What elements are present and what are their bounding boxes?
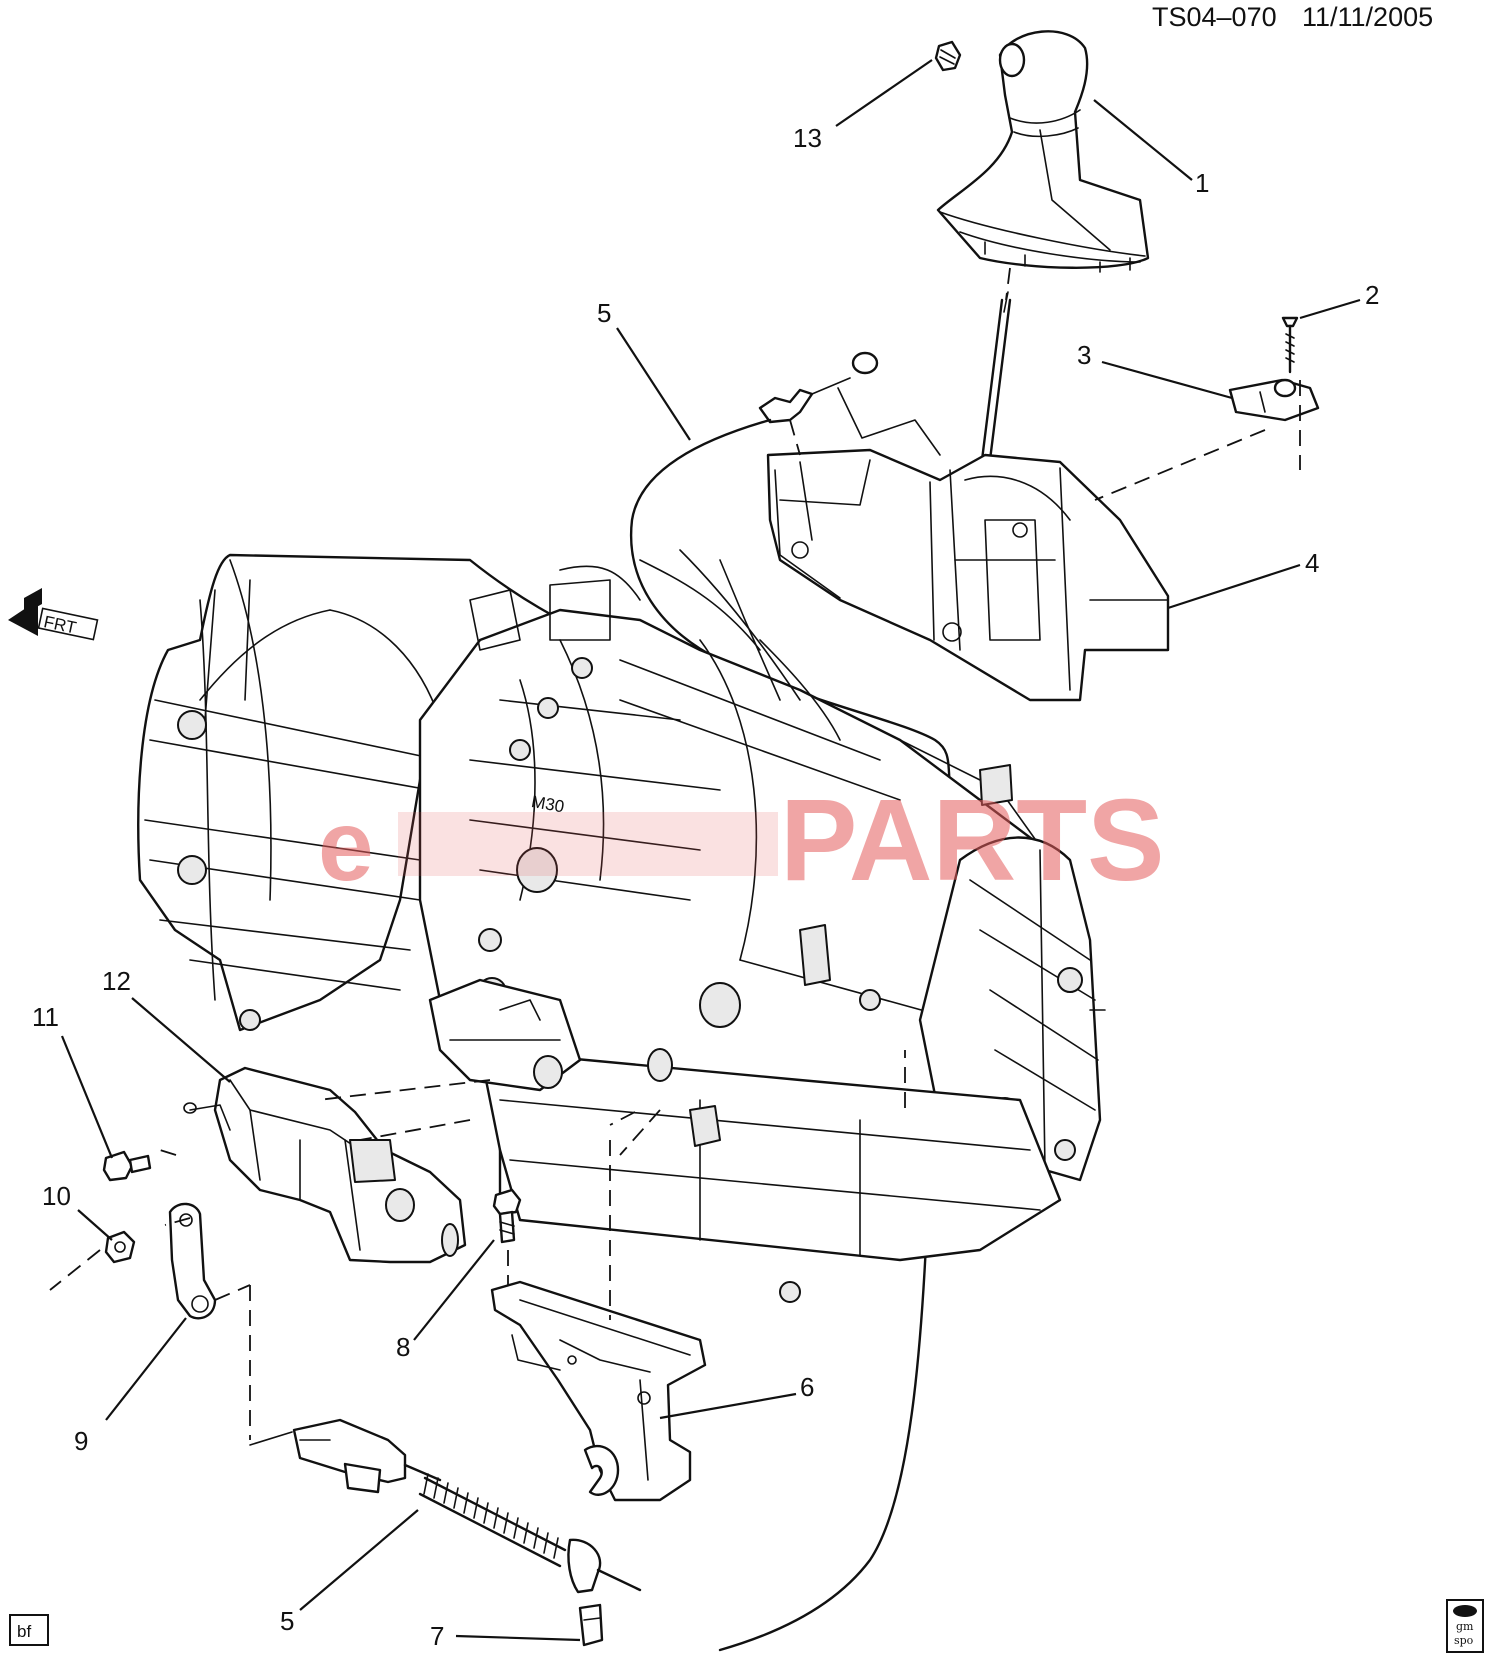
callout-4: 4 (1305, 548, 1319, 578)
callout-3: 3 (1077, 340, 1091, 370)
cable-upper-end (758, 351, 879, 424)
cable-conduit-coil (418, 1473, 567, 1568)
diagram-code: TS04–070 (1152, 2, 1277, 32)
artist-initials: bf (17, 1622, 31, 1641)
bolt-upper (102, 1150, 152, 1182)
callout-13: 13 (793, 123, 822, 153)
range-switch-housing (183, 1066, 467, 1264)
screw (1281, 316, 1299, 374)
logo-line1: gm (1456, 1620, 1474, 1633)
callout-6: 6 (800, 1372, 814, 1402)
callout-11: 11 (32, 1002, 59, 1032)
callout-8: 8 (396, 1332, 410, 1362)
callout-9: 9 (74, 1426, 88, 1456)
set-screw (934, 40, 962, 72)
watermark-prefix: e (318, 790, 374, 902)
alignment-lines (49, 267, 1301, 1440)
callout-5-upper: 5 (597, 298, 611, 328)
callout-2: 2 (1365, 280, 1379, 310)
callout-10: 10 (42, 1181, 71, 1211)
park-lock-cable-bracket (1228, 378, 1320, 422)
shift-lever-rod (980, 291, 1012, 462)
shift-cable-lower (292, 1418, 642, 1647)
artist-badge: bf (9, 1614, 49, 1646)
callout-7: 7 (430, 1621, 444, 1651)
watermark-brand: e PARTS (318, 775, 1165, 905)
shift-boot (936, 30, 1150, 273)
nut (104, 1230, 136, 1264)
shift-control-assembly (766, 448, 1170, 702)
bolt-lower (492, 1188, 522, 1244)
diagram-date: 11/11/2005 (1302, 2, 1433, 32)
bracket-lines (249, 387, 941, 1446)
front-arrow-icon: FRT (8, 588, 99, 641)
callout-1: 1 (1195, 168, 1209, 198)
callout-5-lower: 5 (280, 1606, 294, 1636)
logo-line2: spo (1454, 1634, 1474, 1647)
transmission-assembly: M30 (137, 549, 1106, 1303)
callout-labels: 13 1 2 3 5 4 12 11 10 8 6 9 5 7 (32, 123, 1379, 1651)
gm-spo-logo: gm spo (1446, 1599, 1484, 1653)
leader-lines (60, 59, 1361, 1642)
watermark-suffix: PARTS (780, 775, 1165, 905)
diagram-header: TS04–070 11/11/2005 (1152, 2, 1433, 32)
callout-12: 12 (102, 966, 131, 996)
cable-bracket (490, 1280, 707, 1502)
